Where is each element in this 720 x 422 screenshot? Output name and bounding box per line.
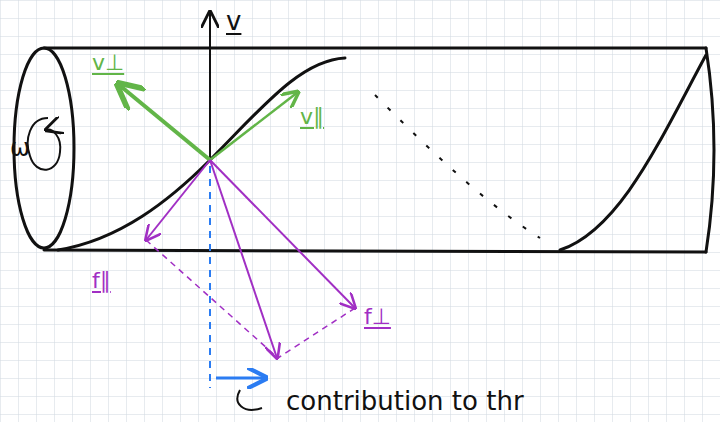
- v-par-label: v∥: [300, 106, 324, 128]
- f-par-label: f∥: [92, 270, 111, 292]
- callout-hook: [237, 390, 262, 410]
- note-text: contribution to thr: [286, 388, 524, 414]
- parallelogram-dashes: [146, 240, 355, 358]
- v-perp-label: v⊥: [92, 52, 124, 74]
- f-par-arrow: [146, 160, 210, 240]
- cylinder-outline: [14, 48, 714, 252]
- velocity-axis: [209, 12, 211, 160]
- f-perp-label: f⊥: [364, 306, 391, 328]
- v-perp-arrow: [118, 84, 210, 160]
- rotation-arrow: [28, 118, 61, 170]
- hidden-helix: [375, 95, 540, 238]
- thrust-arrow: [216, 377, 266, 380]
- velocity-label: v: [226, 8, 241, 34]
- projection-line: [209, 166, 211, 388]
- f-perp-arrow: [210, 160, 355, 308]
- force-sum-arrow: [210, 160, 277, 358]
- omega-label: ω: [10, 136, 30, 160]
- v-par-arrow: [210, 92, 298, 160]
